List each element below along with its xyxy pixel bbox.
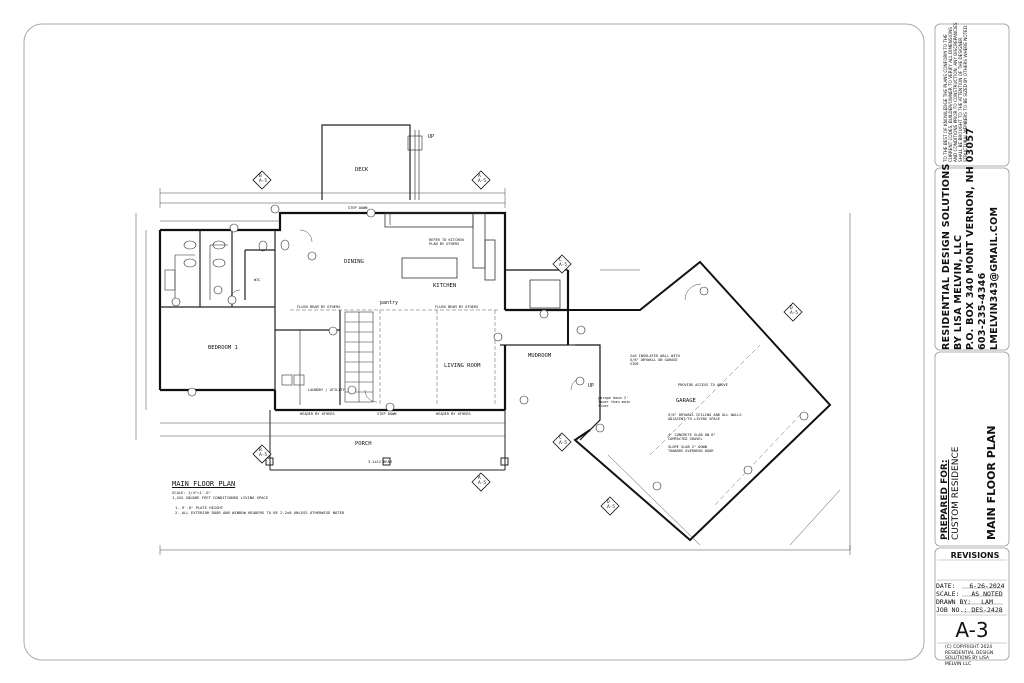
scale-label: SCALE: bbox=[936, 590, 960, 598]
note-refer-kitchen: REFER TO KITCHEN PLAN BY OTHERS bbox=[429, 238, 464, 246]
firm-address: P.O. BOX 340 MONT VERNON, NH 03057 bbox=[965, 127, 976, 350]
kitchen-cabinets bbox=[384, 212, 561, 309]
note-up-garage: UP bbox=[588, 383, 595, 389]
room-label-bedroom: BEDROOM 1 bbox=[208, 345, 238, 351]
revisions-label: REVISIONS bbox=[950, 551, 1000, 560]
note-slope: SLOPE SLAB 2" DOWN TOWARDS OVERHEAD DOOR bbox=[668, 445, 714, 453]
note-step-down-top: STEP DOWN bbox=[348, 206, 368, 210]
sheet-number: A-3 bbox=[955, 618, 989, 642]
plan-border bbox=[23, 23, 925, 661]
interior-walls bbox=[160, 213, 568, 405]
sheet-title: MAIN FLOOR PLAN bbox=[985, 425, 998, 540]
firm-by: BY LISA MELVIN, LLC bbox=[953, 234, 964, 350]
beam-lines bbox=[290, 309, 500, 405]
firm-box bbox=[934, 167, 1010, 351]
prepared-for-client: CUSTOM RESIDENCE bbox=[951, 446, 961, 540]
note-flush-beam-1: FLUSH BEAM BY OTHERS bbox=[297, 305, 341, 309]
client-box bbox=[934, 351, 1010, 547]
firm-phone: 603-235-4346 bbox=[977, 272, 988, 350]
room-label-laundry: LAUNDRY / UTILITY bbox=[308, 388, 345, 392]
plan-title: MAIN FLOOR PLAN bbox=[172, 480, 236, 488]
deck bbox=[321, 124, 423, 200]
note-garage-drywall: 5/8" DRYWALL CEILING AND ALL WALLS ADJAC… bbox=[668, 413, 742, 421]
plan-note-2: 2. ALL EXTERIOR DOOR AND WINDOW HEADERS … bbox=[175, 510, 345, 515]
garage bbox=[567, 260, 832, 542]
room-label-porch: PORCH bbox=[355, 441, 372, 447]
prepared-for: PREPARED FOR: CUSTOM RESIDENCE bbox=[940, 447, 962, 540]
door-swings bbox=[229, 229, 702, 403]
drawn-value: LAM bbox=[981, 598, 993, 606]
note-insulated-wall: 2x6 INSULATED WALL WITH 5/8" DRYWALL ON … bbox=[630, 354, 680, 366]
notes-box bbox=[934, 23, 1010, 167]
note-flush-beam-2: FLUSH BEAM BY OTHERS bbox=[435, 305, 479, 309]
room-label-garage: GARAGE bbox=[676, 398, 696, 404]
job-value: DES-2428 bbox=[971, 606, 1003, 614]
plan-note-1: 1. 9'-0" PLATE HEIGHT bbox=[175, 505, 224, 510]
room-label-mudroom: MUDROOM bbox=[528, 353, 552, 359]
room-label-living: LIVING ROOM bbox=[444, 363, 481, 369]
house-walls bbox=[158, 211, 570, 412]
room-label-wic: WIC bbox=[254, 278, 261, 282]
firm-info: RESIDENTIAL DESIGN SOLUTIONS BY LISA MEL… bbox=[941, 128, 1001, 350]
note-up-deck: UP bbox=[428, 134, 435, 140]
job-label: JOB NO.: bbox=[936, 606, 968, 614]
firm-email: LMELVIN343@GMAIL.COM bbox=[989, 206, 1000, 350]
note-step-down-bottom: STEP DOWN bbox=[377, 412, 397, 416]
room-label-kitchen: KITCHEN bbox=[433, 283, 457, 289]
scale-value: AS NOTED bbox=[971, 590, 1003, 598]
date-label: DATE: bbox=[936, 582, 956, 590]
note-garage-down: garage down 2' lower than main floor bbox=[598, 396, 631, 408]
section-markers bbox=[252, 170, 803, 516]
garage-detail bbox=[649, 344, 801, 506]
room-label-pantry: pantry bbox=[380, 300, 399, 306]
note-slab: 4" CONCRETE SLAB ON 6" COMPACTED GRAVEL bbox=[668, 433, 716, 441]
note-header-2: HEADER BY OTHERS bbox=[436, 412, 471, 416]
note-header-1: HEADER BY OTHERS bbox=[300, 412, 335, 416]
plan-area-note: 1,XXX SQUARE FEET CONDITIONED LIVING SPA… bbox=[172, 495, 269, 500]
plan-scale-note: SCALE: 1/4"=1'-0" bbox=[172, 490, 211, 495]
callout-circles bbox=[171, 204, 809, 491]
room-label-dining: DINING bbox=[344, 259, 364, 265]
date-value: 6-26-2024 bbox=[969, 582, 1005, 590]
room-label-deck: DECK bbox=[355, 167, 369, 173]
note-provide-access: PROVIDE ACCESS TO ABOVE bbox=[678, 383, 728, 387]
firm-name: RESIDENTIAL DESIGN SOLUTIONS bbox=[941, 163, 952, 350]
drawn-label: DRAWN BY: bbox=[936, 598, 972, 606]
dimension-lines bbox=[135, 188, 851, 555]
info-box bbox=[934, 547, 1010, 661]
note-beam: 3-2x12 BEAM bbox=[368, 460, 392, 464]
prepared-for-label: PREPARED FOR: bbox=[940, 459, 950, 540]
porch bbox=[265, 410, 509, 471]
bath-fixtures bbox=[164, 239, 305, 386]
copyright: (C) COPYRIGHT 2024 RESIDENTIAL DESIGN SO… bbox=[945, 645, 994, 667]
